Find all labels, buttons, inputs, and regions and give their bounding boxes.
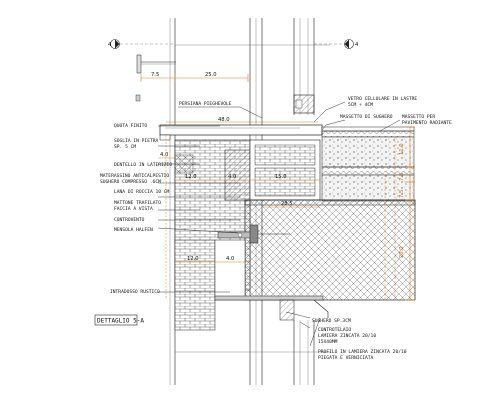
- anchor-bracket: [135, 54, 176, 102]
- window-frame: [293, 94, 315, 114]
- dim-v-7-5: 7.5: [399, 173, 405, 181]
- label-intradosso: INTRADOSSO RUSTICO: [110, 289, 160, 295]
- label-mensola: MENSOLA HALFEN: [114, 227, 153, 233]
- label-soglia2: SP. 5 CM: [114, 144, 136, 150]
- dimension-top: 7.5 25.0: [140, 72, 249, 82]
- dim-4-0c: 4.0: [226, 256, 234, 262]
- stone-sill: [159, 124, 323, 141]
- detail-title-text: DETTAGLIO 5-A: [97, 318, 144, 325]
- detail-title: DETTAGLIO 5-A: [94, 314, 144, 326]
- axis-marker-left: 4: [108, 39, 175, 49]
- dim-12-0: 12.0: [185, 174, 197, 180]
- dim-15-0: 15.0: [275, 174, 287, 180]
- dim-4-0: 4.0: [160, 152, 168, 158]
- bottom-profile: [214, 295, 329, 321]
- dim-48-0: 48.0: [218, 117, 230, 123]
- label-profilo2: PIEGATA E VERNICIATA: [318, 355, 374, 361]
- halfen-bracket: [217, 224, 290, 244]
- lower-brick-block: [174, 239, 246, 331]
- label-persiana: PERSIANA PIEGHEVOLE: [179, 101, 232, 107]
- dim-12-0b: 12.0: [187, 256, 199, 262]
- vertical-dimensions: 11.0 7.5 7.5 20.0: [384, 126, 415, 301]
- label-mattone2: FACCIA A VISTA: [114, 206, 153, 212]
- dim-v-7-5b: 7.5: [399, 190, 405, 198]
- axis-marker-right: 4: [314, 39, 359, 49]
- dim-4-0b: 4.0: [228, 174, 236, 180]
- axis-label: 4: [355, 42, 359, 48]
- internal-dimensions: 12.0 4.0 15.0 28.5 12.0 4.0 4.0: [158, 135, 320, 300]
- label-massetto-pav2: PAVIMENTO RADIANTE: [402, 120, 452, 126]
- label-controvento: CONTROVENTO: [114, 217, 145, 223]
- leader-lines: [157, 101, 401, 347]
- label-massetto-pav: MASSETTO PER: [402, 114, 435, 120]
- label-materassino: MATERASSINO ANTICALPESTIO: [100, 173, 169, 179]
- label-lamiera: LAMIERA ZINCATA 20/10: [318, 333, 376, 339]
- label-controtelaio: CONTROTELAIO: [318, 327, 351, 333]
- dim-7-5: 7.5: [151, 72, 159, 78]
- label-sughero: SUGHERO SP.3CM: [312, 318, 351, 324]
- label-materassino2: SUGHERO COMPRESSO .6CM: [100, 179, 161, 185]
- label-vetro2: 5CM + 4CM: [348, 102, 373, 108]
- concrete-slab: [244, 199, 416, 301]
- label-lana: LANA DI ROCCIA 10 CM: [114, 189, 170, 195]
- label-dentello: DENTELLO IN LATERIZIO: [114, 162, 172, 168]
- floor-layers: [321, 126, 415, 202]
- label-mattone: MATTONE TRAFILATO: [114, 200, 161, 206]
- axis-label: 4: [108, 42, 112, 48]
- dim-v-20-0: 20.0: [399, 246, 405, 258]
- dim-25-0: 25.0: [205, 72, 217, 78]
- label-quota: QUOTA FINITO: [114, 123, 147, 129]
- label-massetto-sughero: MASSETTO DI SUGHERO: [340, 114, 393, 120]
- label-lamiera2: 15X40MM: [318, 339, 338, 345]
- dim-v-11-0: 11.0: [399, 143, 405, 155]
- label-vetro: VETRO CELLULARE IN LASTRE: [348, 96, 417, 102]
- label-soglia: SOGLIA IN PIETRA: [114, 138, 158, 144]
- dim-28-5: 28.5: [281, 201, 293, 207]
- label-profilo: PROFILO IN LAMIERA ZINCATA 20/10: [318, 349, 407, 355]
